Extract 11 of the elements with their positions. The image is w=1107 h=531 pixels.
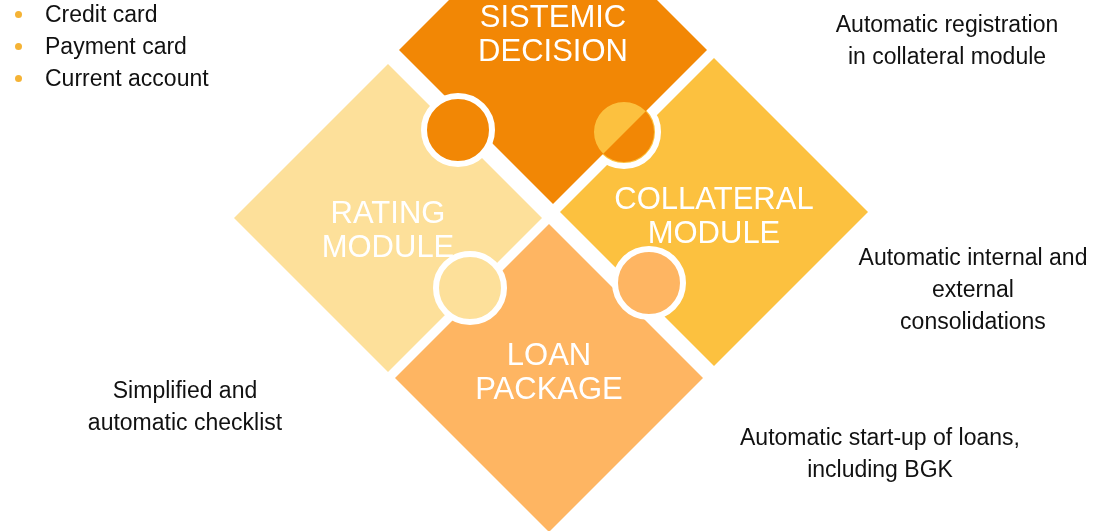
piece-title: COLLATERAL MODULE	[613, 182, 815, 250]
feature-note: Automatic start-up of loans, including BGK	[739, 423, 1021, 484]
feature-note: Automatic registration in collateral module	[834, 10, 1060, 71]
piece-title: RATING MODULE	[320, 196, 456, 264]
bullet-item: Payment card	[10, 30, 209, 62]
piece-title: LOAN PACKAGE	[474, 338, 624, 406]
feature-note: Automatic internal and external consolidations	[858, 243, 1088, 336]
feature-note: Simplified and automatic checklist	[86, 376, 284, 437]
piece-title: SISTEMIC DECISION	[477, 0, 629, 68]
bullet-item: Credit card	[10, 0, 209, 30]
bullet-item: Current account	[10, 62, 209, 94]
